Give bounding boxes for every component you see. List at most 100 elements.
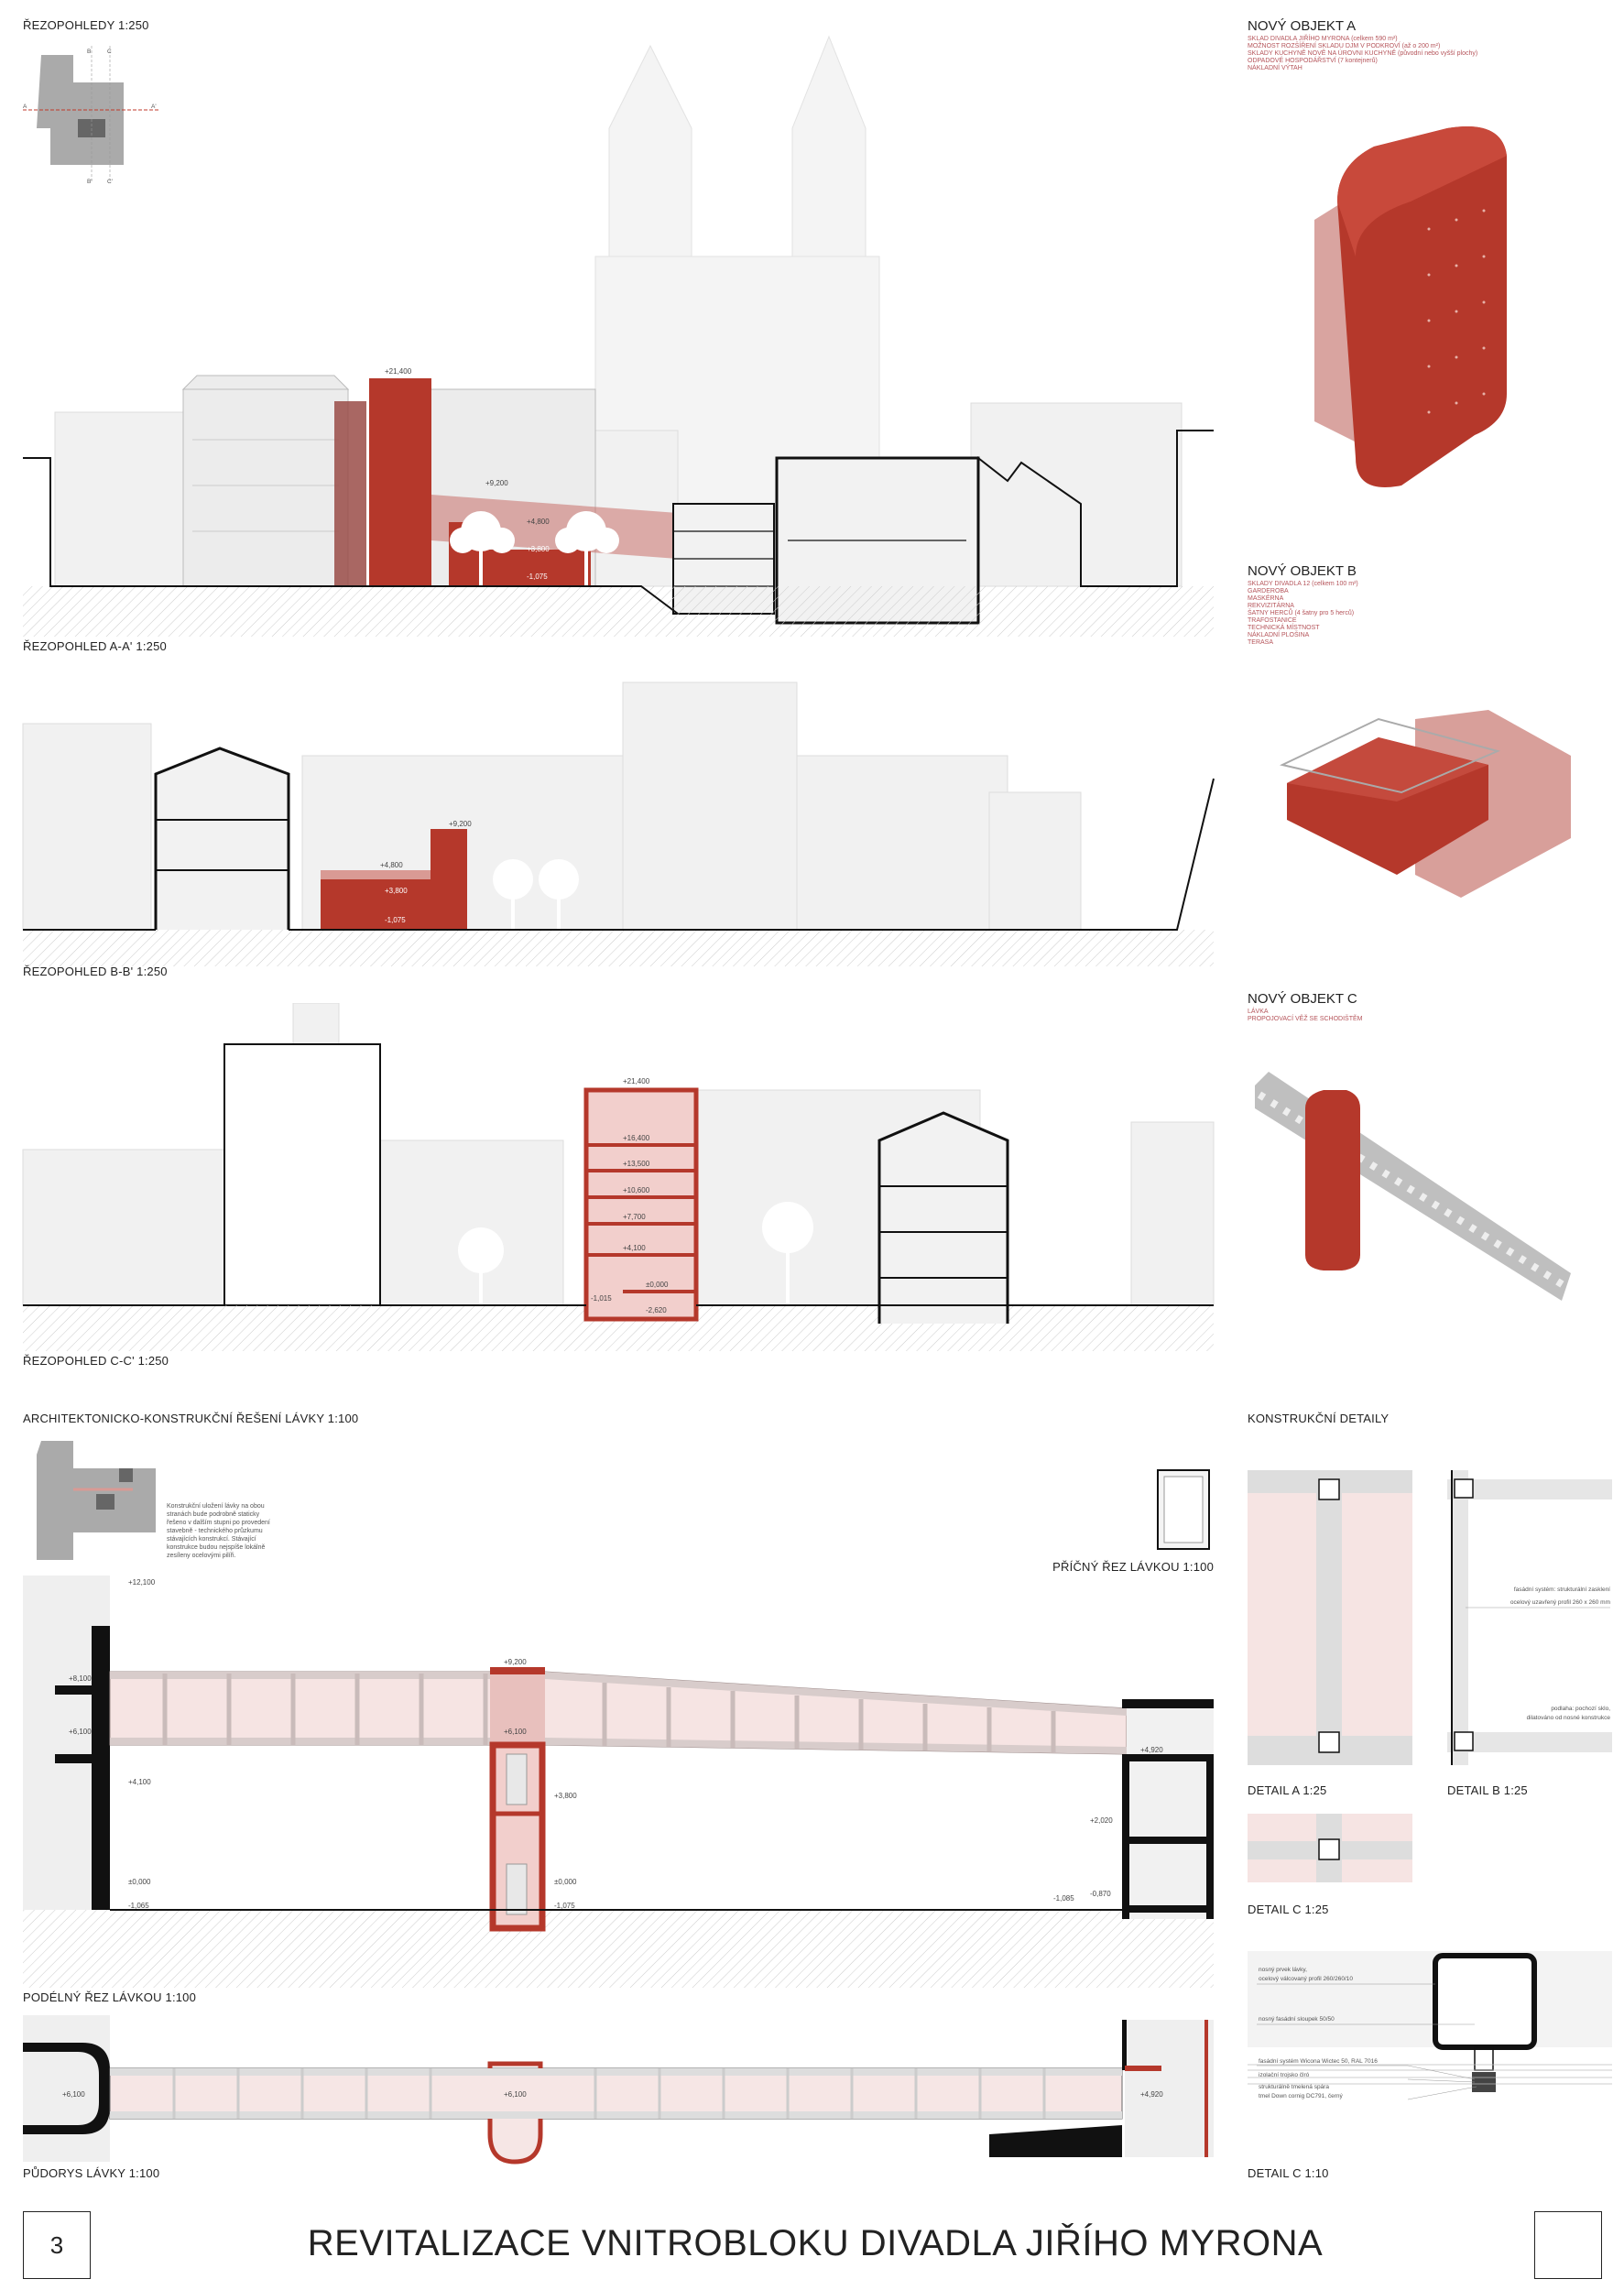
object-a-side (334, 401, 366, 586)
drawing-annotation: fasádní systém Wicona Wictec 50, RAL 701… (1259, 2058, 1378, 2065)
bridge-key-plan (37, 1441, 156, 1560)
drawing-annotation: +9,200 (504, 1658, 527, 1666)
section-bb-label: ŘEZOPOHLED B-B' 1:250 (23, 965, 168, 978)
drawing-annotation: +6,100 (504, 2090, 527, 2099)
tree-icon (450, 511, 619, 586)
drawing-annotation: +16,400 (623, 1134, 650, 1142)
object-c-3d-render (1255, 1072, 1571, 1301)
bridge-note: Konstrukční uložení lávky na obou straná… (167, 1503, 270, 1559)
detail-c10-drawing: nosný prvek lávky, ocelový válcovaný pro… (1248, 1951, 1612, 2100)
object-c-title: NOVÝ OBJEKT C (1248, 991, 1357, 1007)
drawing-annotation: +3,800 (554, 1792, 577, 1800)
drawing-annotation: -0,870 (1090, 1890, 1111, 1898)
object-a-title: NOVÝ OBJEKT A (1248, 18, 1357, 34)
detail-b-drawing: fasádní systém: strukturální zasklení oc… (1447, 1470, 1612, 1765)
drawing-annotation: A' (151, 104, 157, 110)
list-item: TRAFOSTANICE (1248, 617, 1297, 624)
list-item: REKVIZITÁRNA (1248, 603, 1294, 609)
drawing-annotation: +4,100 (128, 1778, 151, 1786)
drawing-annotation: +13,500 (623, 1160, 650, 1168)
sheet-title: REVITALIZACE VNITROBLOKU DIVADLA JIŘÍHO … (307, 2223, 1324, 2263)
object-b-description: NOVÝ OBJEKT B SKLADY DIVADLA 12 (celkem … (1248, 563, 1522, 647)
long-section-label: PODÉLNÝ ŘEZ LÁVKOU 1:100 (23, 1990, 197, 2004)
list-item: TERASA (1248, 639, 1274, 646)
drawing-annotation: izolační trojsko člró (1259, 2072, 1310, 2078)
object-a-tower (369, 378, 431, 586)
drawing-annotation: +12,100 (128, 1578, 156, 1587)
list-item: ŠATNY HERCŮ (4 šatny pro 5 herců) (1248, 610, 1355, 616)
drawing-annotation: fasádní systém: strukturální zasklení (1514, 1587, 1610, 1593)
drawing-annotation: -1,075 (554, 1902, 575, 1910)
details-heading: KONSTRUKČNÍ DETAILY (1248, 1412, 1390, 1425)
detail-b-label: DETAIL B 1:25 (1447, 1783, 1528, 1797)
drawing-annotation: C (107, 49, 112, 55)
drawing-annotation: -1,085 (1053, 1894, 1074, 1903)
object-b (321, 879, 431, 930)
drawing-annotation: +4,100 (623, 1244, 646, 1252)
drawing-annotation: +9,200 (449, 820, 472, 828)
section-bb-drawing: +9,200 +4,800 +3,800 -1,075 (22, 682, 1215, 966)
detail-a-label: DETAIL A 1:25 (1248, 1783, 1327, 1797)
list-item: LÁVKA (1248, 1009, 1269, 1015)
drawing-annotation: +4,920 (1140, 2090, 1163, 2099)
terrain-profile (23, 430, 1214, 615)
bridge-plan-deck (109, 2067, 1123, 2120)
drawing-annotation: +21,400 (623, 1077, 650, 1085)
list-item: MOŽNOST ROZŠÍŘENÍ SKLADU DJM V PODKROVÍ … (1248, 43, 1441, 49)
drawing-annotation: -1,075 (527, 572, 548, 581)
drawing-annotation: +6,100 (69, 1728, 92, 1736)
right-building (1122, 1699, 1214, 1919)
right-building-plan (989, 2020, 1214, 2157)
drawing-annotation: +8,100 (69, 1674, 92, 1683)
drawing-annotation: A (23, 104, 27, 110)
section-aa-label: ŘEZOPOHLED A-A' 1:250 (23, 639, 167, 653)
spiral-stair (487, 2119, 543, 2165)
list-item: TECHNICKÁ MÍSTNOST (1248, 625, 1320, 631)
drawing-annotation: -1,015 (591, 1294, 612, 1303)
section-building (154, 747, 290, 930)
list-item: NÁKLADNÍ VÝTAH (1248, 65, 1302, 71)
object-b-3d-render (1279, 710, 1571, 898)
drawing-annotation: +6,100 (504, 1728, 527, 1736)
detail-c10-label: DETAIL C 1:10 (1248, 2166, 1329, 2180)
object-a-3d-render (1314, 126, 1507, 487)
list-item: SKLAD DIVADLA JIŘÍHO MYRONA (celkem 590 … (1248, 36, 1398, 42)
page-number: 3 (23, 2211, 91, 2279)
list-item: NÁKLADNÍ PLOŠINA (1248, 632, 1310, 638)
drawing-annotation: ±0,000 (554, 1878, 577, 1886)
list-item: ODPADOVÉ HOSPODÁŘSTVÍ (7 kontejnerů) (1248, 58, 1378, 64)
bridge-long-section: +12,100 +8,100 +6,100 +4,100 ±0,000 -1,0… (23, 1576, 1214, 1988)
drawing-annotation: podlaha: pochozí sklo, (1551, 1706, 1610, 1712)
drawing-annotation: C' (107, 179, 113, 185)
detail-c25-label: DETAIL C 1:25 (1248, 1903, 1329, 1916)
section-cc-drawing: +21,400 +16,400 +13,500 +10,600 +7,700 +… (22, 1003, 1215, 1351)
drawing-annotation: +6,100 (62, 2090, 85, 2099)
drawing-annotation: ocelový válcovaný profil 260/260/10 (1259, 1976, 1353, 1982)
cross-section-icon (1157, 1469, 1210, 1550)
object-c-description: NOVÝ OBJEKT C LÁVKA PROPOJOVACÍ VĚŽ SE S… (1248, 991, 1522, 1023)
list-item: MASKÉRNA (1248, 595, 1284, 602)
list-item: SKLADY DIVADLA 12 (celkem 100 m²) (1248, 581, 1358, 587)
drawing-annotation: +3,800 (527, 545, 550, 553)
section-cc-label: ŘEZOPOHLED C-C' 1:250 (23, 1354, 169, 1368)
drawing-annotation: +4,920 (1140, 1746, 1163, 1754)
key-plan-aa: A A' B B' C C' (23, 46, 160, 185)
object-b-title: NOVÝ OBJEKT B (1248, 563, 1357, 579)
level-markers: +21,400 +9,200 +4,800 +3,800 -1,075 (385, 367, 550, 581)
lift-tower (431, 829, 467, 930)
drawing-annotation: +4,800 (380, 861, 403, 869)
section-aa-drawing: +21,400 +9,200 +4,800 +3,800 -1,075 (23, 35, 1214, 637)
tower (1305, 1090, 1360, 1270)
plan-label: PŮDORYS LÁVKY 1:100 (23, 2166, 160, 2180)
bridge-heading: ARCHITEKTONICKO-KONSTRUKČNÍ ŘEŠENÍ LÁVKY… (23, 1412, 359, 1425)
sections-heading: ŘEZOPOHLEDY 1:250 (23, 18, 149, 32)
drawing-annotation: nosný fasádní sloupek 50/50 (1259, 2016, 1335, 2023)
drawing-annotation: tmel Down cornig DC791, černý (1259, 2093, 1344, 2099)
bridge-plan: +6,100 +6,100 +4,920 (23, 2015, 1214, 2165)
list-item: SKLADY KUCHYNĚ NOVĚ NA ÚROVNI KUCHYNĚ (p… (1248, 50, 1478, 57)
drawing-annotation: ±0,000 (646, 1281, 669, 1289)
detail-a-drawing (1248, 1470, 1412, 1765)
drawing-annotation: dilatováno od nosné konstrukce (1527, 1715, 1611, 1721)
detail-c25-drawing (1248, 1814, 1412, 1882)
drawing-annotation: strukturálně tmelená spára (1259, 2084, 1329, 2090)
